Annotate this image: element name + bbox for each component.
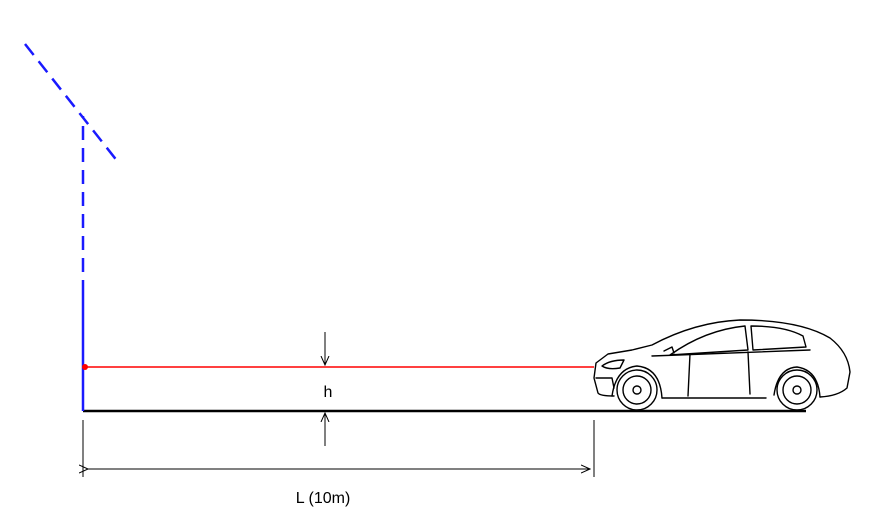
ray-origin-dot [82, 364, 88, 370]
height-label: h [324, 384, 333, 401]
car-icon [593, 319, 851, 411]
pole-arm [24, 43, 119, 163]
distance-label: L (10m) [296, 490, 351, 507]
